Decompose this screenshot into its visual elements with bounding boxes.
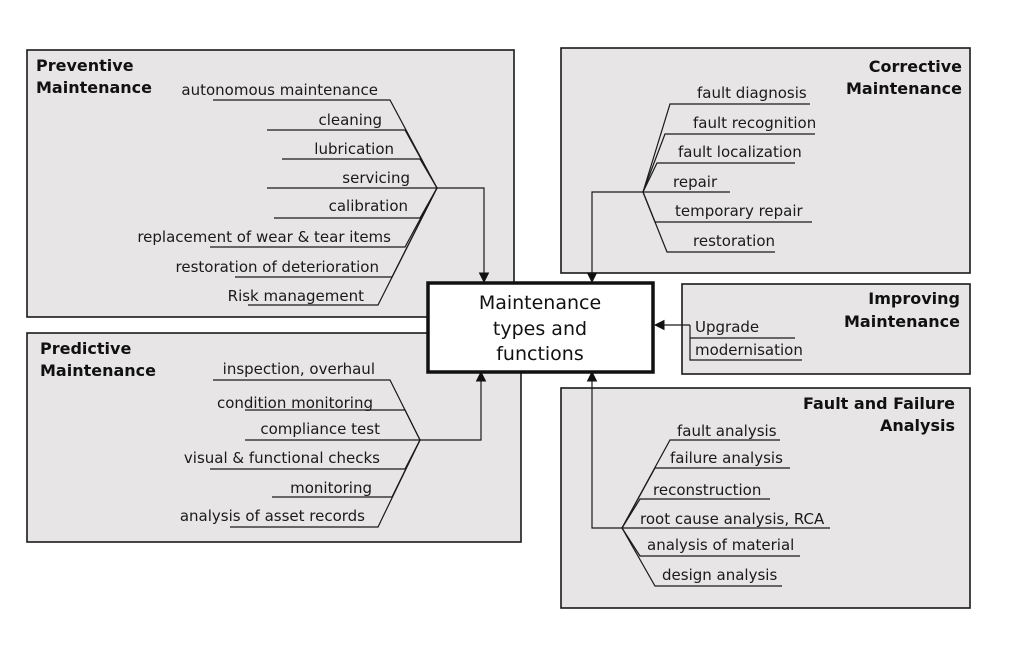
predictive-item: visual & functional checks — [184, 449, 380, 467]
corrective-item: fault localization — [678, 143, 802, 161]
preventive-item: restoration of deterioration — [176, 258, 380, 276]
fault-item: analysis of material — [647, 536, 794, 554]
corrective-item: temporary repair — [675, 202, 804, 220]
center-title-line1: Maintenance — [479, 292, 601, 314]
preventive-item: lubrication — [314, 140, 394, 158]
corrective-item: repair — [673, 173, 718, 191]
predictive-item: inspection, overhaul — [223, 360, 375, 378]
predictive-item: condition monitoring — [217, 394, 373, 412]
preventive-box: Preventive Maintenance autonomous mainte… — [26, 49, 515, 318]
fault-item: failure analysis — [670, 449, 783, 467]
preventive-item: Risk management — [228, 287, 364, 305]
center-box: Maintenance types and functions — [426, 281, 655, 374]
center-title-line3: functions — [496, 343, 584, 365]
improving-branch-lines — [653, 319, 802, 361]
improving-item: modernisation — [695, 341, 803, 359]
improving-title-line2: Maintenance — [844, 312, 960, 331]
corrective-title-line2: Maintenance — [846, 79, 962, 98]
predictive-item: monitoring — [290, 479, 372, 497]
predictive-item: analysis of asset records — [180, 507, 365, 525]
preventive-title-line2: Maintenance — [36, 78, 152, 97]
preventive-branch-lines — [210, 99, 490, 306]
fault-item: reconstruction — [653, 481, 761, 499]
fault-title-line2: Analysis — [880, 416, 955, 435]
corrective-branch-lines — [586, 103, 815, 284]
preventive-item: cleaning — [318, 111, 382, 129]
corrective-item: restoration — [693, 232, 775, 250]
preventive-item: replacement of wear & tear items — [137, 228, 391, 246]
corrective-title-line1: Corrective — [869, 57, 962, 76]
preventive-item: calibration — [329, 197, 408, 215]
predictive-title-line1: Predictive — [40, 339, 131, 358]
improving-title-line1: Improving — [868, 289, 960, 308]
fault-item: design analysis — [662, 566, 777, 584]
corrective-item: fault diagnosis — [697, 84, 807, 102]
predictive-branch-lines — [210, 370, 487, 528]
preventive-item: autonomous maintenance — [181, 81, 378, 99]
fault-item: fault analysis — [677, 422, 777, 440]
preventive-item: servicing — [342, 169, 410, 187]
fault-title-line1: Fault and Failure — [803, 394, 955, 413]
center-title-line2: types and — [493, 318, 587, 340]
corrective-box: Corrective Maintenance fault diagnosis f… — [560, 47, 971, 284]
corrective-item: fault recognition — [693, 114, 816, 132]
improving-item: Upgrade — [695, 318, 759, 336]
predictive-item: compliance test — [260, 420, 380, 438]
preventive-title-line1: Preventive — [36, 56, 134, 75]
predictive-title-line2: Maintenance — [40, 361, 156, 380]
fault-branch-lines — [586, 370, 830, 587]
fault-box: Fault and Failure Analysis fault analysi… — [560, 370, 971, 609]
fault-item: root cause analysis, RCA — [640, 510, 825, 528]
improving-box: Improving Maintenance Upgrade modernisat… — [653, 283, 971, 375]
